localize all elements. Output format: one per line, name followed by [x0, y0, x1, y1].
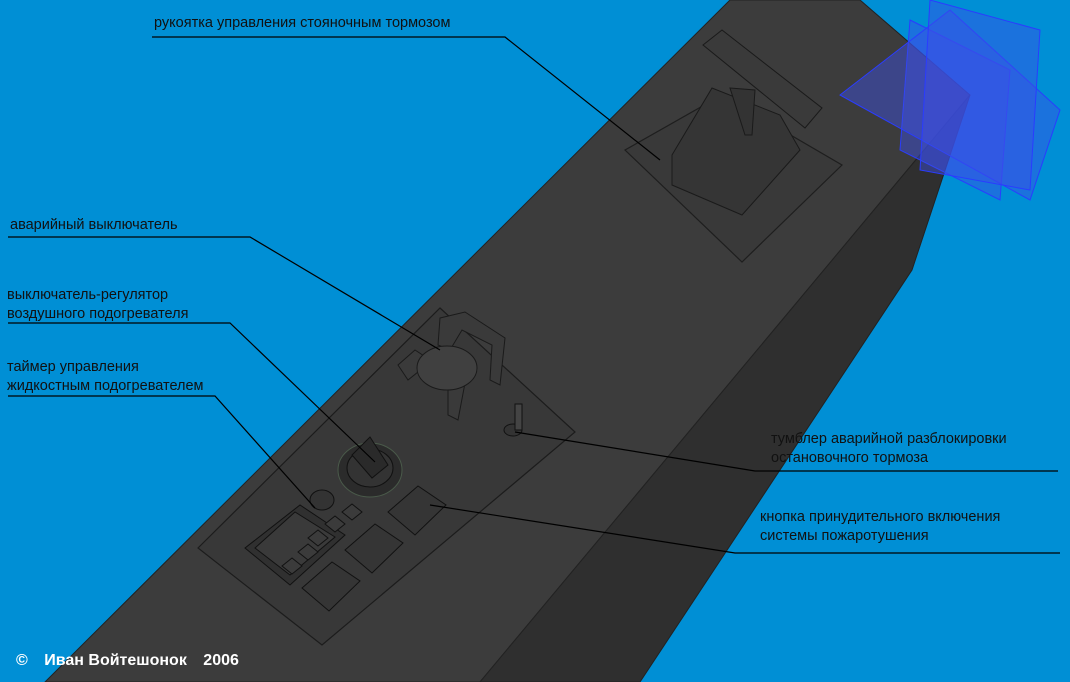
copyright-symbol: © [16, 652, 28, 669]
label-air-heater-switch: выключатель-регулятор воздушного подогре… [7, 286, 188, 324]
label-parking-brake-handle: рукоятка управления стояночным тормозом [154, 14, 450, 33]
copyright-author: Иван Войтешонок [44, 652, 187, 669]
label-air-heater-switch-line1: выключатель-регулятор [7, 287, 169, 303]
label-liquid-heater-timer: таймер управления жидкостным подогревате… [7, 358, 204, 396]
label-liquid-heater-timer-line1: таймер управления [7, 359, 139, 375]
label-liquid-heater-timer-line2: жидкостным подогревателем [7, 378, 204, 394]
label-air-heater-switch-line2: воздушного подогревателя [7, 306, 189, 322]
label-emergency-switch: аварийный выключатель [10, 216, 178, 235]
panel-buttons[interactable] [301, 485, 447, 612]
label-fire-suppression-button-line2: системы пожаротушения [760, 528, 929, 544]
copyright-year: 2006 [203, 652, 239, 669]
label-fire-suppression-button: кнопка принудительного включения системы… [760, 508, 1000, 546]
copyright-footer: © Иван Войтешонок 2006 [16, 652, 251, 670]
fire-suppression-button[interactable] [387, 485, 447, 536]
label-emergency-switch-line1: аварийный выключатель [10, 217, 178, 233]
parking-brake-handle[interactable] [671, 29, 823, 216]
console-side-face [479, 94, 971, 682]
leader-lines [8, 36, 1060, 554]
label-emergency-unlock-toggle-line2: остановочного тормоза [771, 450, 929, 466]
label-parking-brake-handle-line1: рукоятка управления стояночным тормозом [154, 15, 451, 31]
label-emergency-unlock-toggle: тумблер аварийной разблокировки останово… [771, 430, 1007, 468]
emergency-switch[interactable] [397, 311, 506, 421]
label-emergency-unlock-toggle-line1: тумблер аварийной разблокировки [771, 431, 1007, 447]
transparent-planes [839, 0, 1061, 201]
liquid-heater-timer[interactable] [244, 489, 363, 586]
label-fire-suppression-button-line1: кнопка принудительного включения [760, 509, 1001, 525]
